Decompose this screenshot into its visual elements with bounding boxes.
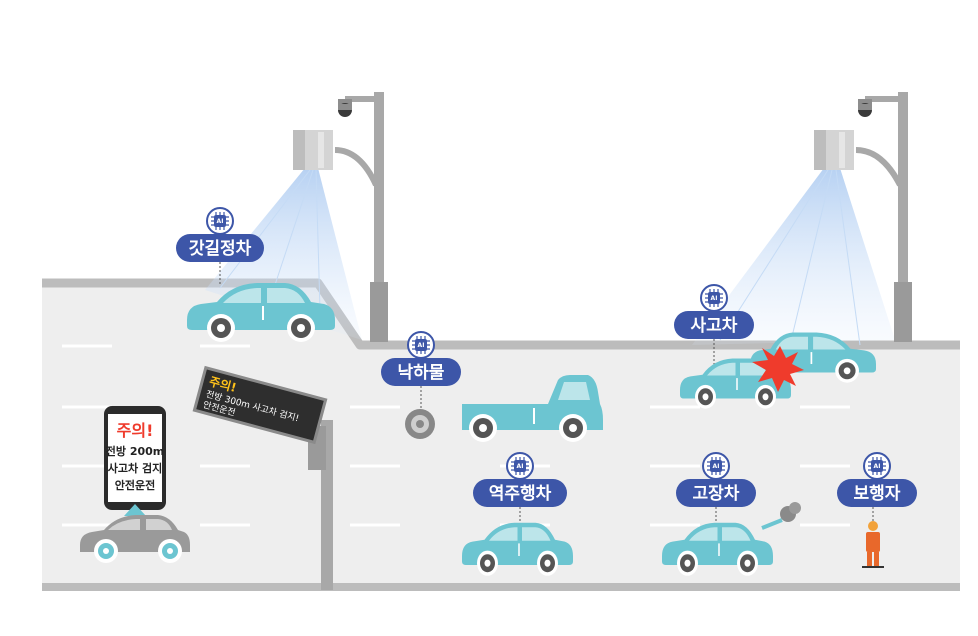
svg-text:AI: AI bbox=[217, 218, 224, 225]
svg-text:AI: AI bbox=[874, 463, 881, 470]
label-accident-car: AI 사고차 bbox=[674, 284, 754, 365]
label-wrong-way: AI 역주행차 bbox=[473, 452, 567, 527]
phone-line1: 전방 200m bbox=[106, 444, 165, 458]
label-text: 고장차 bbox=[693, 484, 740, 504]
crash-burst-icon bbox=[752, 346, 804, 392]
ptz-camera-icon bbox=[338, 99, 352, 117]
phone-warning: 주의! bbox=[117, 421, 154, 440]
cctv-pole-right bbox=[814, 92, 912, 342]
label-text: 갓길정차 bbox=[189, 239, 252, 259]
label-pedestrian: AI 보행자 bbox=[837, 452, 917, 522]
pickup-truck bbox=[462, 375, 603, 442]
label-text: 낙하물 bbox=[398, 363, 445, 383]
pedestrian-icon bbox=[862, 521, 884, 568]
smartphone: 주의! 전방 200m 사고차 검지 안전운전 bbox=[104, 406, 166, 510]
tire-icon bbox=[405, 409, 435, 439]
svg-text:AI: AI bbox=[713, 463, 720, 470]
label-text: 사고차 bbox=[691, 316, 738, 336]
smoke-icon bbox=[761, 502, 801, 530]
vms-sign: 주의! 전방 300m 사고차 검지! 안전운전 bbox=[192, 365, 333, 590]
cctv-pole-left bbox=[293, 92, 388, 342]
lane-markings bbox=[62, 344, 850, 527]
svg-text:AI: AI bbox=[711, 295, 718, 302]
label-broken-car: AI 고장차 bbox=[676, 452, 756, 527]
phone-line3: 안전운전 bbox=[115, 478, 155, 492]
svg-text:AI: AI bbox=[517, 463, 524, 470]
svg-text:AI: AI bbox=[418, 342, 425, 349]
vms-warning: 주의! bbox=[208, 373, 239, 395]
label-shoulder-stop: AI 갓길정차 bbox=[176, 207, 264, 285]
label-text: 보행자 bbox=[854, 484, 901, 504]
label-text: 역주행차 bbox=[489, 484, 552, 504]
ptz-camera-icon bbox=[858, 99, 872, 117]
car-user bbox=[80, 515, 190, 563]
label-fallen-object: AI 낙하물 bbox=[381, 331, 461, 410]
phone-line2: 사고차 검지 bbox=[108, 461, 162, 475]
